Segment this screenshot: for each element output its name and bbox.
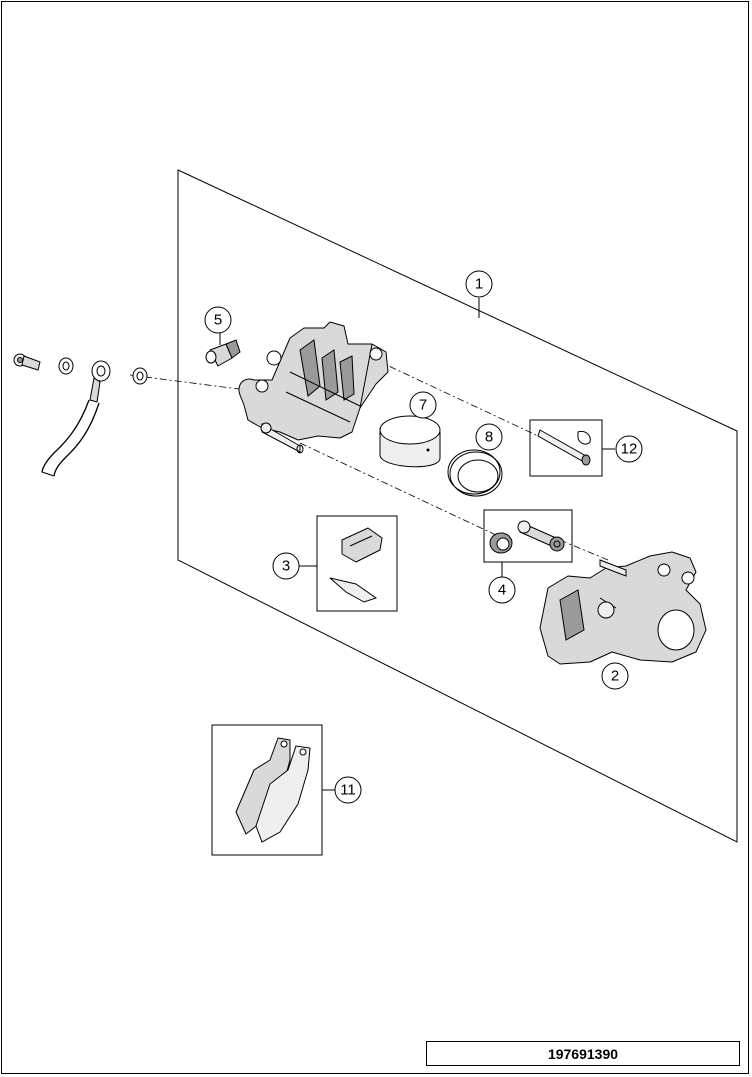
sealing-washer — [132, 367, 148, 385]
svg-text:5: 5 — [214, 312, 222, 329]
caliper-housing — [238, 321, 389, 454]
callout-7: 7 — [409, 391, 437, 419]
slide-pin-kit-box — [483, 509, 573, 563]
drawing-number-box: 197691390 — [426, 1041, 740, 1066]
banjo-fitting — [89, 360, 111, 403]
svg-text:4: 4 — [498, 582, 506, 599]
sealing-washer — [58, 357, 74, 375]
assembly-boundary — [177, 169, 738, 843]
drawing-number: 197691390 — [547, 1045, 619, 1062]
svg-text:3: 3 — [282, 558, 290, 575]
svg-text:12: 12 — [621, 441, 638, 458]
callout-4: 4 — [488, 576, 516, 604]
callout-1: 1 — [465, 270, 493, 298]
callout-3: 3 — [272, 552, 300, 580]
svg-text:7: 7 — [419, 397, 427, 414]
pad-spring-box — [316, 515, 398, 612]
callout-5: 5 — [204, 306, 232, 334]
piston — [379, 415, 441, 468]
pin-kit-box — [529, 419, 603, 477]
banjo-bolt — [13, 353, 41, 371]
brake-hose-group — [13, 353, 148, 477]
callout-11: 11 — [334, 776, 362, 804]
callout-8: 8 — [475, 423, 503, 451]
svg-text:2: 2 — [611, 668, 619, 685]
callout-2: 2 — [601, 662, 629, 690]
svg-text:1: 1 — [475, 276, 483, 293]
callout-12: 12 — [615, 435, 643, 463]
brake-hose — [41, 399, 90, 473]
caliper-support-bracket — [539, 551, 707, 665]
brake-pad-box — [211, 724, 323, 856]
svg-text:11: 11 — [340, 782, 356, 799]
svg-text:8: 8 — [485, 429, 493, 446]
bleed-valve — [205, 339, 241, 367]
piston-seal — [447, 449, 503, 497]
